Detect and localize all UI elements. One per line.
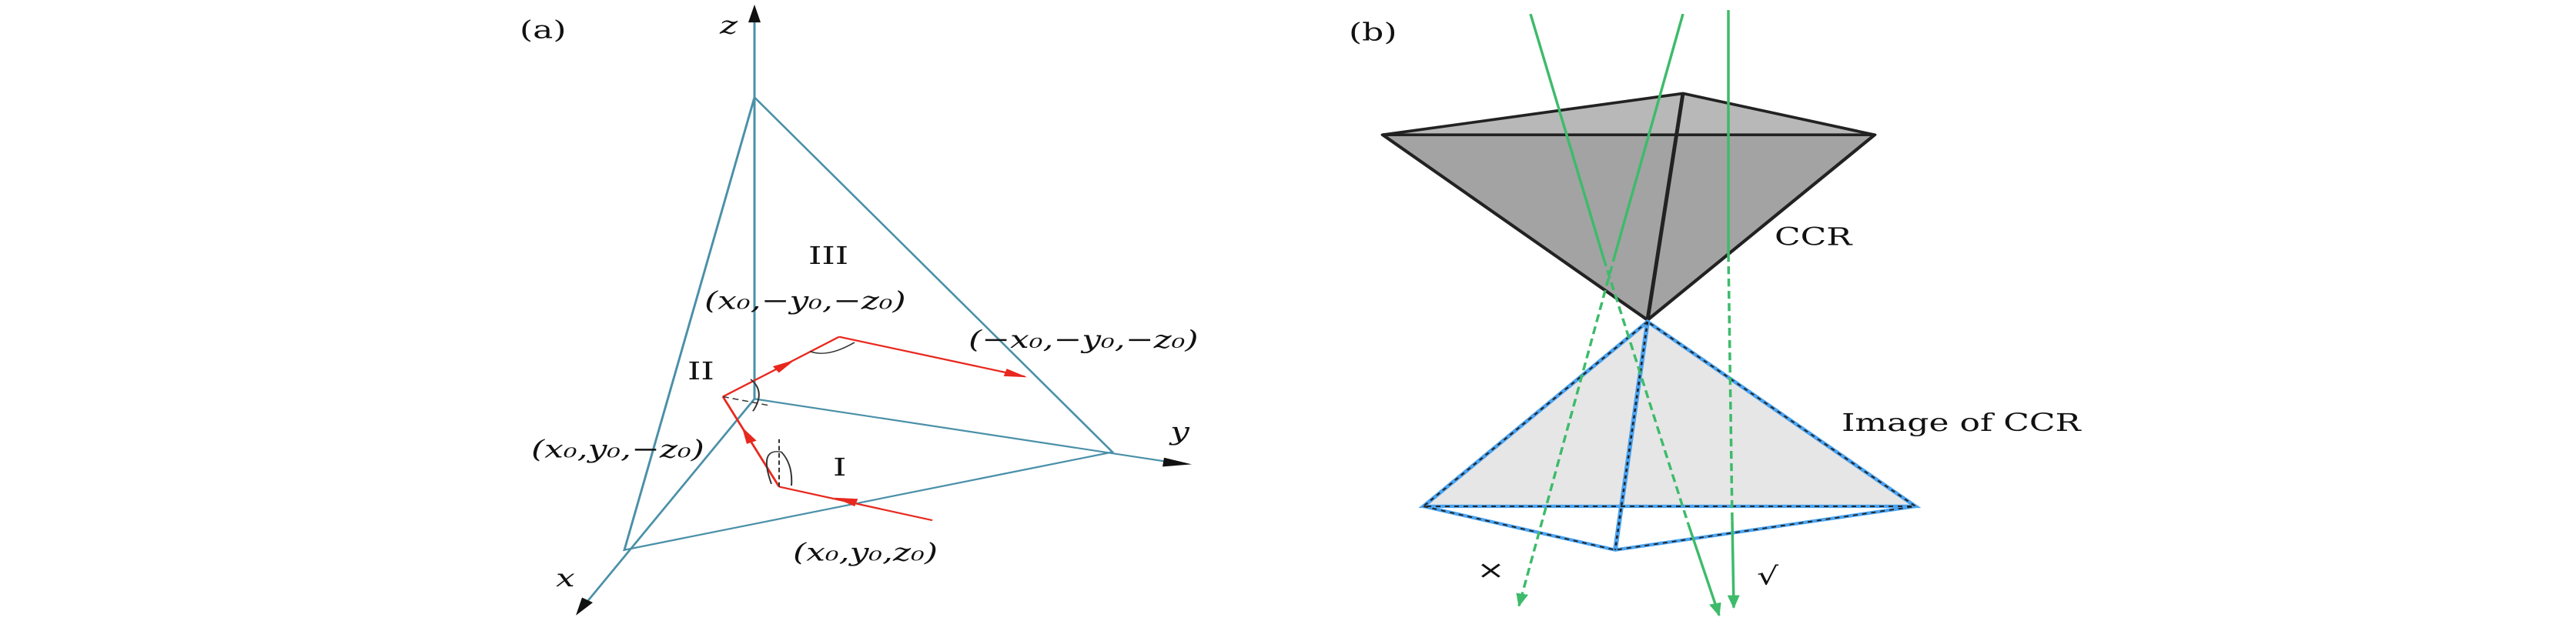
ccr-label: CCR [1775,222,1853,251]
x-axis-label: x [556,564,575,593]
point-label: (x₀,y₀,−z₀) [531,436,704,464]
reflection-I-label: I [833,453,846,482]
axes [576,4,1192,616]
point-label: (x₀,−y₀,−z₀) [704,286,906,315]
panel-a: (a) z x y III (x₀, [520,4,1199,616]
correct-mark: √ [1757,563,1779,591]
light-path [721,336,1028,522]
ray-arrow-icon [741,426,757,444]
ccr-pyramid [1380,92,1877,322]
ray-arrow-icon [1727,520,1740,609]
reflection-III-label: III [808,242,848,270]
y-axis [754,398,1171,463]
reflection-II-label: II [687,357,714,386]
wrong-mark: × [1477,556,1505,585]
ccr-triangle [623,95,1115,552]
ray-arrow-icon [1000,369,1028,378]
ccr-image-pyramid [1418,319,1922,552]
ray-arrow-icon [772,359,795,373]
x-axis [584,398,756,605]
panel-b-label: (b) [1349,18,1397,46]
z-axis-label: z [719,12,738,40]
z-arrow-icon [748,4,761,23]
ray-arrow-icon [834,497,858,507]
panel-a-label: (a) [520,15,567,44]
ray-arrow-icon [1687,523,1721,617]
light-rays [1516,10,1740,617]
x-arrow-icon [576,597,593,616]
ray-arrow-icon [1516,253,1617,607]
point-label: (x₀,y₀,z₀) [793,538,938,566]
point-label: (−x₀,−y₀,−z₀) [969,326,1199,354]
y-axis-label: y [1169,417,1191,446]
image-of-ccr-label: Image of CCR [1842,409,2082,437]
panel-b: (b) CCR Image of C [1349,10,2082,617]
y-arrow-icon [1163,457,1192,467]
